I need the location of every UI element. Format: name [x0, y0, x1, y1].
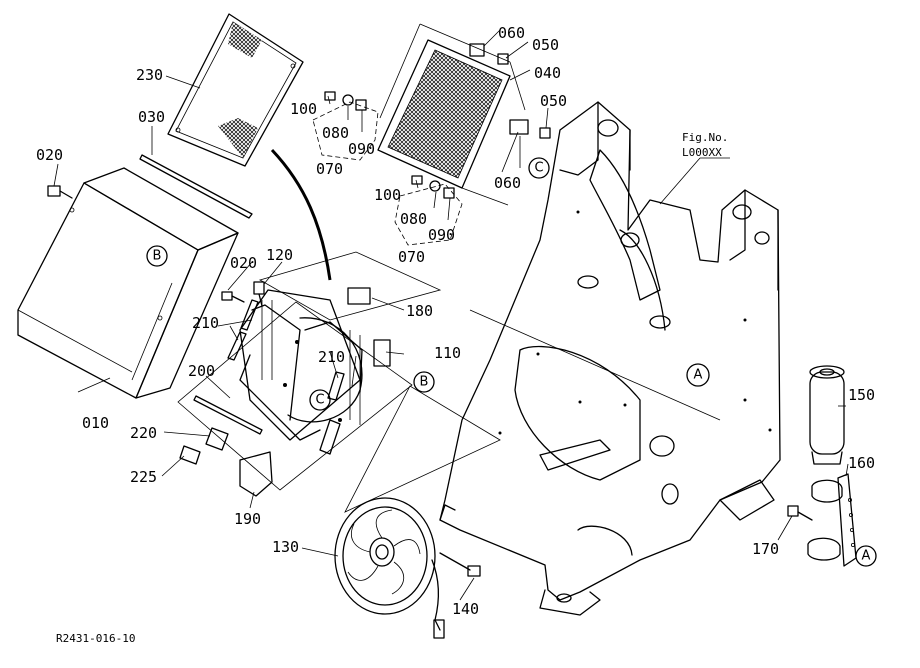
label-070a: 070	[316, 160, 343, 178]
figure-reference: Fig.No. L000XX	[682, 131, 728, 159]
ref-circle-a-1	[686, 363, 710, 387]
label-190: 190	[234, 510, 261, 528]
bolt-020b	[221, 291, 245, 303]
label-220: 220	[130, 424, 157, 442]
bolt-170	[787, 505, 813, 521]
label-040: 040	[534, 64, 561, 82]
bolt-set-upper	[312, 91, 379, 161]
label-210a: 210	[192, 314, 219, 332]
seal-strip-030	[139, 154, 253, 219]
label-060a: 060	[498, 24, 525, 42]
ref-label-b-2: B	[420, 375, 429, 390]
bolt-set-lower	[394, 175, 463, 246]
label-060b: 060	[494, 174, 521, 192]
label-100a: 100	[290, 100, 317, 118]
label-090a: 090	[348, 140, 375, 158]
label-160: 160	[848, 454, 875, 472]
label-230: 230	[136, 66, 163, 84]
label-170: 170	[752, 540, 779, 558]
ref-circle-b-1	[146, 245, 168, 267]
hose-curve	[270, 148, 332, 281]
ref-label-c-1: C	[534, 161, 543, 176]
label-100b: 100	[374, 186, 401, 204]
filter-150	[809, 365, 845, 465]
fan-130	[334, 385, 501, 639]
label-110: 110	[434, 344, 461, 362]
ref-label-a-2: A	[862, 549, 871, 564]
fig-no-value: L000XX	[682, 146, 722, 159]
ref-label-c-2: C	[315, 393, 324, 408]
ref-circle-b-2	[413, 371, 435, 393]
label-140: 140	[452, 600, 479, 618]
ref-label-b-1: B	[153, 249, 162, 264]
seal-pieces	[179, 299, 345, 497]
main-frame	[439, 101, 781, 616]
label-050b: 050	[540, 92, 567, 110]
cover-010	[17, 167, 239, 399]
leader-lines	[53, 29, 849, 601]
ref-circle-c-2	[309, 389, 331, 411]
label-020a: 020	[36, 146, 63, 164]
label-050a: 050	[532, 36, 559, 54]
label-200: 200	[188, 362, 215, 380]
drawing-code: R2431-016-10	[56, 632, 135, 645]
label-070b: 070	[398, 248, 425, 266]
label-210b: 210	[318, 348, 345, 366]
label-030: 030	[138, 108, 165, 126]
shroud-group	[177, 251, 442, 491]
label-080a: 080	[322, 124, 349, 142]
bolt-120	[253, 281, 265, 307]
ref-circle-a-2	[855, 545, 877, 567]
label-225: 225	[130, 468, 157, 486]
label-090b: 090	[428, 226, 455, 244]
ref-circle-c-1	[528, 157, 550, 179]
bolt-050a	[497, 53, 509, 65]
screen-230	[167, 13, 304, 167]
label-130: 130	[272, 538, 299, 556]
bolt-020a	[47, 185, 73, 199]
label-010: 010	[82, 414, 109, 432]
label-120: 120	[266, 246, 293, 264]
label-180: 180	[406, 302, 433, 320]
bracket-160	[807, 473, 857, 567]
reference-circles: B B C C A A	[146, 157, 877, 567]
bolt-140	[439, 552, 481, 577]
label-020b: 020	[230, 254, 257, 272]
part-labels: 230 030 020 020 120 210 210 200 220 225 …	[36, 24, 875, 618]
fig-no-label: Fig.No.	[682, 131, 728, 144]
label-150: 150	[848, 386, 875, 404]
ref-label-a-1: A	[694, 368, 703, 383]
radiator-040	[377, 23, 529, 206]
label-080b: 080	[400, 210, 427, 228]
bolt-050b	[539, 127, 551, 139]
